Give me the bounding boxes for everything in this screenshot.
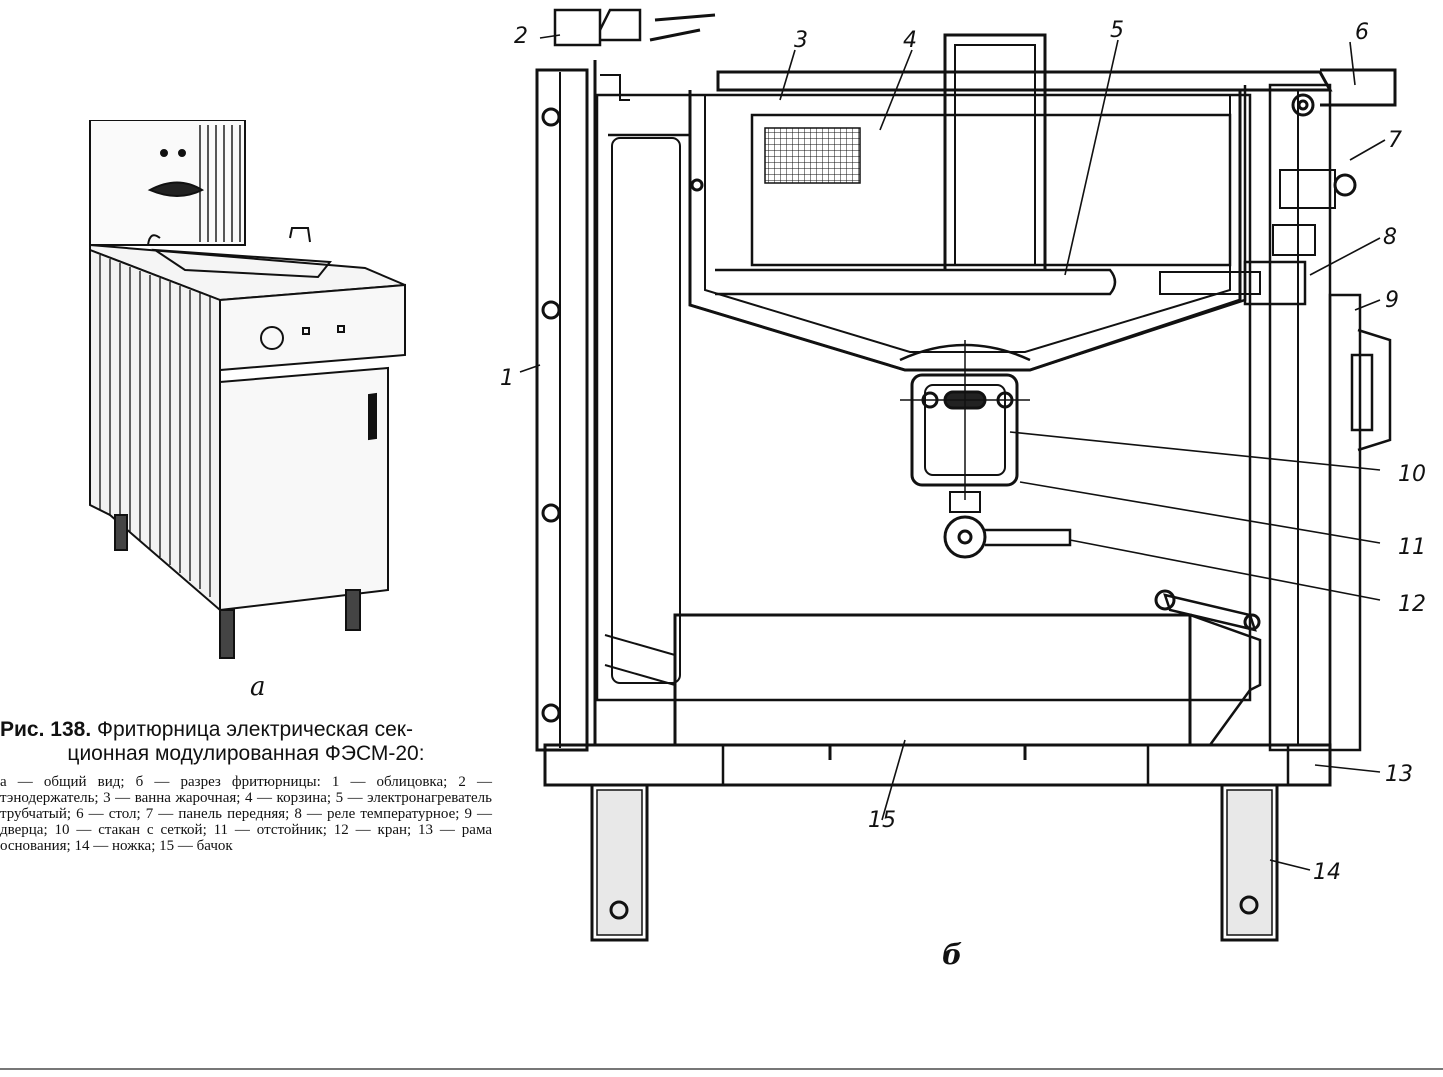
caption-title-line2: ционная модулированная ФЭСМ-20:	[67, 742, 425, 765]
callout-4: 4	[903, 28, 917, 53]
callout-13: 13	[1385, 762, 1413, 787]
callout-3: 3	[794, 28, 808, 53]
callout-2: 2	[514, 24, 528, 49]
subfigure-b-label: б	[942, 938, 963, 971]
callout-15: 15	[868, 808, 896, 833]
callout-1: 1	[500, 366, 514, 391]
general-view-drawing	[89, 120, 406, 659]
cladding-left	[535, 68, 589, 752]
callout-12: 12	[1398, 592, 1426, 617]
callout-11: 11	[1398, 535, 1426, 560]
callout-6: 6	[1355, 20, 1369, 45]
caption-title: Рис. 138. Фритюрница электрическая сек- …	[0, 718, 492, 766]
callout-14: 14	[1313, 860, 1341, 885]
callout-5: 5	[1110, 18, 1124, 43]
page-edge-rule	[0, 1068, 1443, 1070]
callout-9: 9	[1385, 288, 1399, 313]
figure-caption: Рис. 138. Фритюрница электрическая сек- …	[0, 718, 492, 854]
caption-fig-prefix: Рис.	[0, 718, 45, 741]
caption-legend: а — общий вид; б — разрез фритюрницы: 1 …	[0, 774, 492, 854]
subfigure-a-label: а	[250, 672, 266, 702]
caption-fig-number: 138.	[50, 718, 92, 741]
callout-7: 7	[1388, 128, 1402, 153]
caption-title-line1: Фритюрница электрическая сек-	[97, 718, 413, 741]
callout-10: 10	[1398, 462, 1426, 487]
callout-8: 8	[1383, 225, 1397, 250]
